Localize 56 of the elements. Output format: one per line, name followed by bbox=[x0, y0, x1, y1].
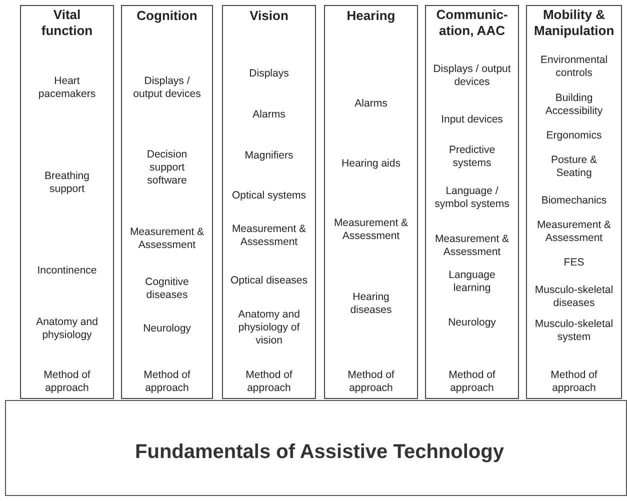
topic-label: Optical diseases bbox=[230, 274, 308, 288]
topic-label: Posture & Seating bbox=[550, 154, 598, 180]
column-heading: Hearing bbox=[346, 8, 396, 24]
topic-label: Method of approach bbox=[448, 369, 496, 395]
topic-label: Language learning bbox=[448, 269, 496, 295]
topic-label: Displays / output devices bbox=[433, 63, 511, 89]
topic-label: Incontinence bbox=[36, 264, 98, 278]
topic-label: Alarms bbox=[252, 108, 286, 122]
topic-label: Alarms bbox=[354, 98, 388, 110]
topic-label: Method of approach bbox=[42, 369, 92, 395]
topic-label: Breathing support bbox=[44, 170, 90, 196]
topic-label: Building Accessibility bbox=[544, 92, 604, 118]
topic-label: FES bbox=[562, 256, 586, 270]
topic-label: Displays / output devices bbox=[132, 75, 202, 101]
column-heading: Cognition bbox=[136, 8, 198, 24]
pillar-column bbox=[526, 5, 622, 399]
topic-label: Anatomy and physiology of vision bbox=[237, 308, 301, 348]
topic-label: Measurement & Assessment bbox=[332, 217, 410, 243]
topic-label: Decision support software bbox=[146, 148, 188, 188]
foundation-title: Fundamentals of Assistive Technology bbox=[134, 441, 505, 464]
topic-label: Biomechanics bbox=[540, 194, 608, 208]
foundation-box bbox=[5, 400, 627, 496]
topic-label: Method of approach bbox=[244, 369, 294, 395]
pillar-column bbox=[222, 5, 316, 399]
column-heading: Communic-ation, AAC bbox=[435, 7, 509, 39]
topic-label: Hearing aids bbox=[340, 158, 402, 170]
column-heading: Vital function bbox=[40, 7, 94, 39]
topic-label: Measurement & Assessment bbox=[434, 233, 510, 259]
topic-label: Musculo-skeletal system bbox=[534, 318, 614, 344]
topic-label: Displays bbox=[248, 68, 290, 80]
column-heading: Vision bbox=[248, 8, 290, 24]
topic-label: Ergonomics bbox=[545, 130, 603, 142]
column-heading: Mobility & Manipulation bbox=[534, 7, 614, 39]
pillar-column bbox=[425, 5, 519, 399]
topic-label: Neurology bbox=[142, 322, 192, 336]
topic-label: Method of approach bbox=[550, 369, 598, 395]
topic-label: Optical systems bbox=[230, 190, 308, 202]
topic-label: Input devices bbox=[440, 114, 504, 126]
topic-label: Measurement & Assessment bbox=[536, 219, 612, 245]
topic-label: Hearing diseases bbox=[349, 291, 393, 317]
topic-label: Environmental controls bbox=[539, 54, 609, 80]
topic-label: Predictive systems bbox=[448, 144, 496, 170]
topic-label: Heart pacemakers bbox=[37, 75, 97, 101]
topic-label: Neurology bbox=[447, 316, 497, 330]
pillar-column bbox=[324, 5, 418, 399]
topic-label: Measurement & Assessment bbox=[129, 226, 205, 252]
topic-label: Musculo-skeletal diseases bbox=[534, 284, 614, 310]
pillar-column bbox=[121, 5, 213, 399]
topic-label: Magnifiers bbox=[244, 150, 294, 162]
topic-label: Measurement & Assessment bbox=[230, 223, 308, 249]
topic-label: Language / symbol systems bbox=[434, 185, 510, 211]
pillar-column bbox=[20, 5, 114, 399]
topic-label: Anatomy and physiology bbox=[35, 316, 99, 342]
topic-label: Cognitive diseases bbox=[144, 276, 190, 302]
topic-label: Method of approach bbox=[142, 369, 192, 395]
topic-label: Method of approach bbox=[346, 369, 396, 395]
